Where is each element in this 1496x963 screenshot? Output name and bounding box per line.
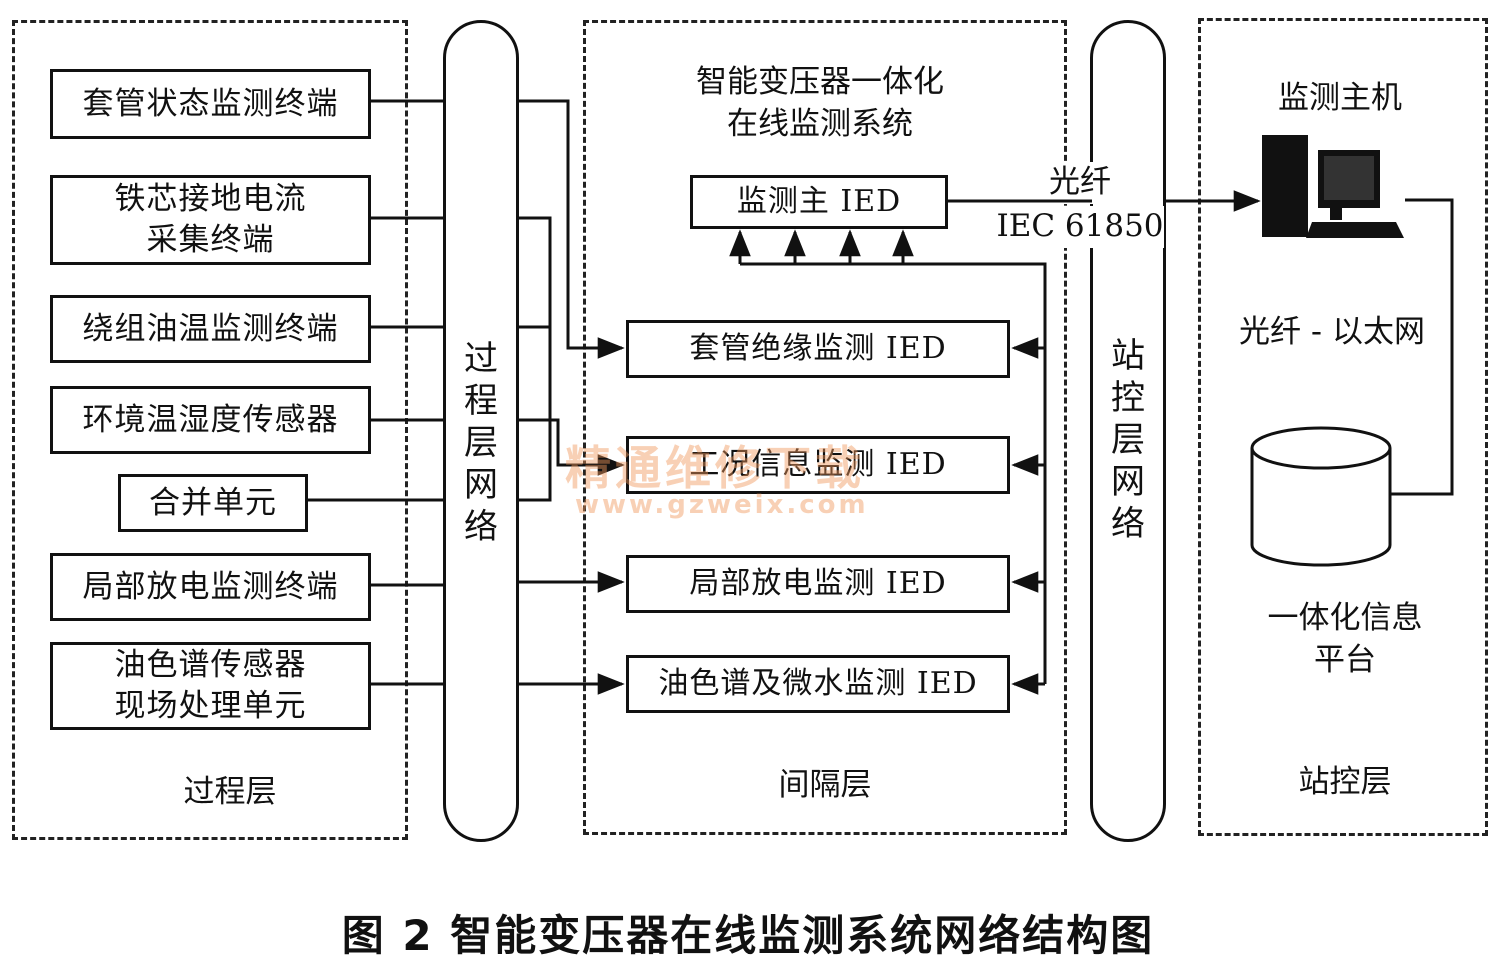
- computer-icon: [1262, 135, 1404, 238]
- collector-line: [740, 262, 1047, 684]
- route-condition-1: [517, 216, 552, 502]
- ied-bushing-insulation: 套管绝缘监测 IED: [626, 320, 1010, 378]
- ied-operating-condition: 工况信息监测 IED: [626, 436, 1010, 494]
- terminal-core-ground-current: 铁芯接地电流 采集终端: [50, 175, 371, 265]
- terminal-partial-discharge: 局部放电监测终端: [50, 553, 371, 621]
- unit-oil-chromatography: 油色谱传感器 现场处理单元: [50, 642, 371, 730]
- host-to-platform: [1390, 198, 1454, 496]
- station-network-label: 站控层网络: [1111, 336, 1145, 544]
- terminal-bushing-status: 套管状态监测终端: [50, 69, 371, 139]
- link-protocol-label: IEC 61850: [996, 206, 1164, 248]
- merging-unit: 合并单元: [118, 474, 308, 532]
- main-monitoring-ied: 监测主 IED: [690, 175, 948, 229]
- link-medium-label: 光纤: [1030, 162, 1130, 204]
- station-network-bus: [1090, 20, 1166, 842]
- process-network-bus: [443, 20, 519, 842]
- process-layer-label: 过程层: [183, 774, 277, 810]
- bay-layer-label: 间隔层: [778, 767, 872, 803]
- monitoring-host-label: 监测主机: [1278, 80, 1402, 116]
- process-network-label: 过程层网络: [464, 339, 498, 547]
- route-condition-4: [550, 418, 625, 476]
- station-layer-zone: [1198, 18, 1488, 836]
- fiber-ethernet-label: 光纤 - 以太网: [1239, 314, 1425, 350]
- bay-layer-zone: [583, 20, 1067, 835]
- info-platform-label: 一体化信息 平台: [1267, 600, 1423, 678]
- database-icon: [1250, 426, 1392, 567]
- terminal-winding-oil-temp: 绕组油温监测终端: [50, 295, 371, 363]
- station-layer-label: 站控层: [1298, 764, 1392, 800]
- route-bushing: [517, 99, 625, 359]
- figure-caption: 图 2 智能变压器在线监测系统网络结构图: [341, 911, 1155, 960]
- ied-oil-chromatography-moisture: 油色谱及微水监测 IED: [626, 655, 1010, 713]
- sensor-ambient-temp-humidity: 环境温湿度传感器: [50, 386, 371, 454]
- watermark-text: 精通维修下载: [565, 441, 865, 495]
- process-layer-zone: [12, 20, 408, 840]
- system-title: 智能变压器一体化 在线监测系统: [696, 64, 944, 142]
- ied-partial-discharge: 局部放电监测 IED: [626, 555, 1010, 613]
- watermark-url: www.gzweix.com: [575, 490, 869, 520]
